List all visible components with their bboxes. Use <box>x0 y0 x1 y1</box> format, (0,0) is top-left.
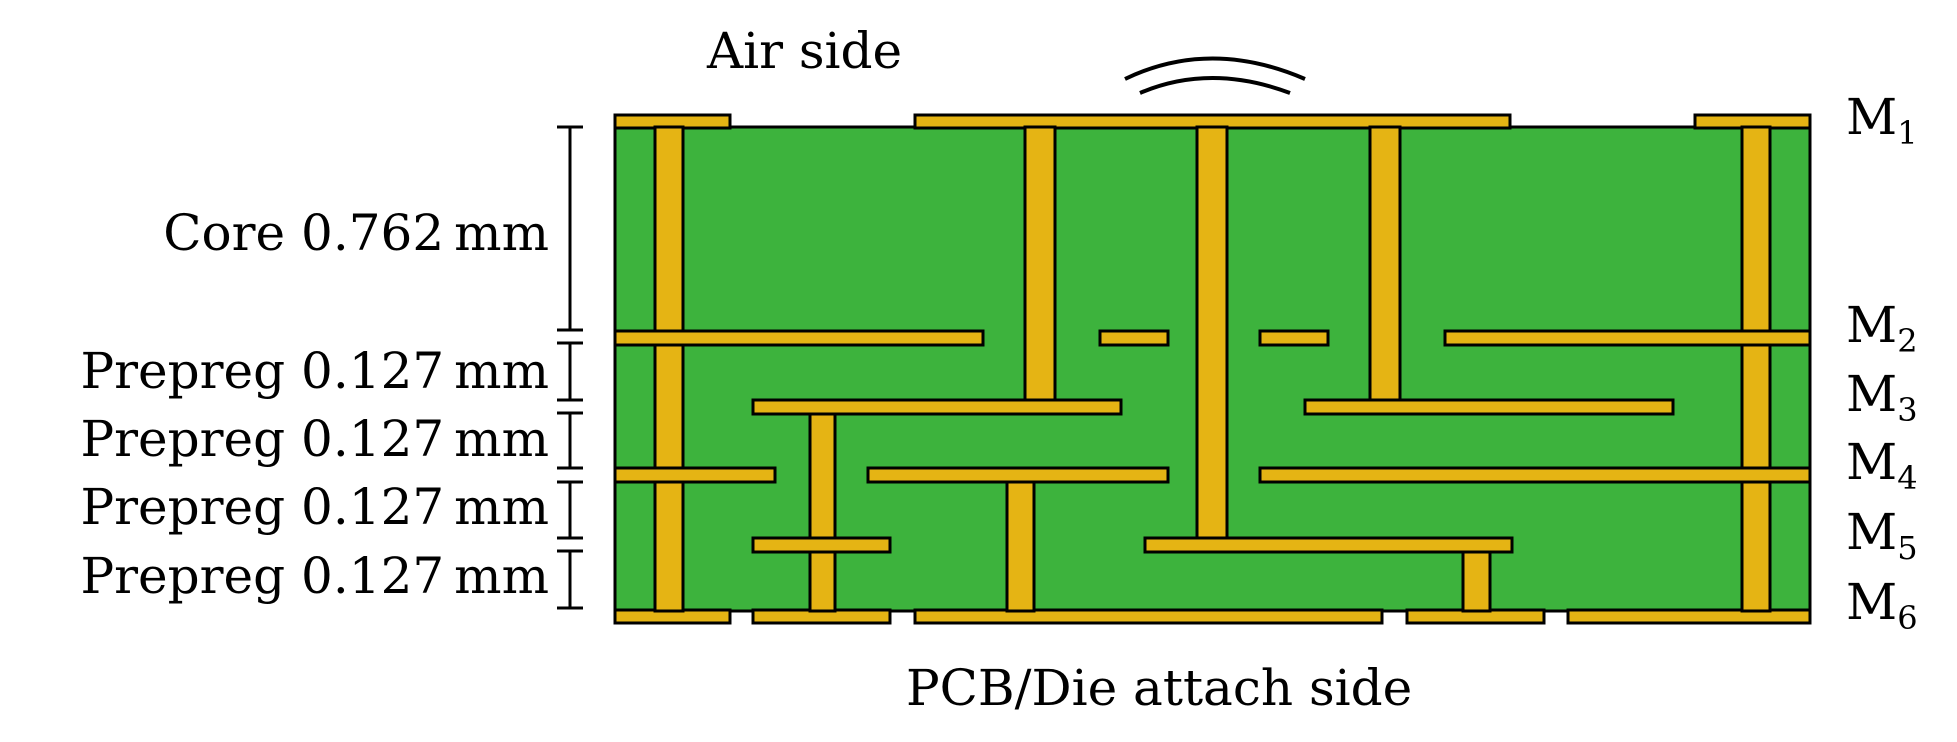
m6-pad <box>1566 608 1812 625</box>
via <box>1005 480 1036 613</box>
m2-trace <box>1258 329 1330 347</box>
metal-letter: M <box>1846 365 1897 423</box>
metal-index: 3 <box>1897 391 1917 429</box>
metal-label-m5: M5 <box>1846 503 1918 567</box>
m4-trace <box>613 466 777 484</box>
prepreg-thickness-label: Prepreg 0.127 mm <box>81 342 549 400</box>
m4-trace <box>1258 466 1812 484</box>
m2-trace <box>613 329 985 347</box>
metal-letter: M <box>1846 433 1897 491</box>
m3-trace <box>1303 398 1675 416</box>
thickness-brackets <box>557 125 583 610</box>
metal-letter: M <box>1846 88 1897 146</box>
via <box>1368 125 1402 402</box>
attach-side-label: PCB/Die attach side <box>906 659 1412 717</box>
metal-index: 6 <box>1897 599 1917 637</box>
via <box>1740 125 1772 613</box>
m2-trace <box>1098 329 1170 347</box>
m6-pad <box>913 608 1384 625</box>
core-thickness-label: Core 0.762 mm <box>163 204 549 262</box>
metal-index: 1 <box>1897 114 1917 152</box>
m4-trace <box>866 466 1170 484</box>
metal-index: 5 <box>1897 529 1917 567</box>
m2-trace <box>1443 329 1812 347</box>
prepreg-thickness-label: Prepreg 0.127 mm <box>81 478 549 536</box>
via <box>1195 125 1229 541</box>
metal-letter: M <box>1846 503 1897 561</box>
metal-label-m2: M2 <box>1846 296 1918 360</box>
metal-index: 4 <box>1897 459 1917 497</box>
via <box>1023 125 1057 402</box>
metal-label-m4: M4 <box>1846 433 1918 497</box>
metal-letter: M <box>1846 296 1897 354</box>
metal-traces <box>613 113 1812 625</box>
m5-trace <box>1143 536 1514 554</box>
via <box>808 410 837 613</box>
via <box>653 125 685 613</box>
prepreg-thickness-label: Prepreg 0.127 mm <box>81 410 549 468</box>
prepreg-thickness-label: Prepreg 0.127 mm <box>81 547 549 605</box>
metal-label-m6: M6 <box>1846 573 1918 637</box>
m5-trace <box>751 536 892 554</box>
antenna-wave-icon <box>1124 56 1306 95</box>
metal-label-m1: M1 <box>1846 88 1918 152</box>
via <box>1461 549 1492 613</box>
m3-trace <box>751 398 1123 416</box>
air-side-label: Air side <box>706 22 902 80</box>
metal-layer-labels: M1 M2 M3 M4 M5 M6 <box>1846 88 1918 637</box>
metal-letter: M <box>1846 573 1897 631</box>
metal-label-m3: M3 <box>1846 365 1918 429</box>
metal-index: 2 <box>1897 322 1917 360</box>
